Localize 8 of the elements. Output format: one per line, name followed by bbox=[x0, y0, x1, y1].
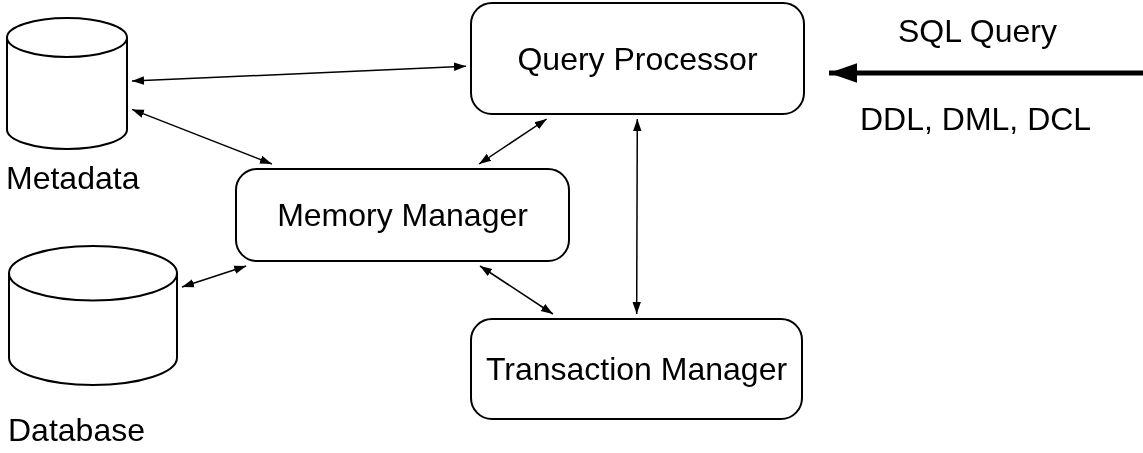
node-label: Memory Manager bbox=[277, 196, 528, 235]
node-label: Metadata bbox=[6, 159, 140, 198]
process-box bbox=[470, 318, 803, 420]
node-label: Transaction Manager bbox=[485, 350, 788, 389]
process-box bbox=[470, 2, 805, 115]
process-box bbox=[235, 168, 570, 262]
node-label: Query Processor bbox=[517, 39, 758, 79]
node-label: Database bbox=[8, 411, 145, 450]
